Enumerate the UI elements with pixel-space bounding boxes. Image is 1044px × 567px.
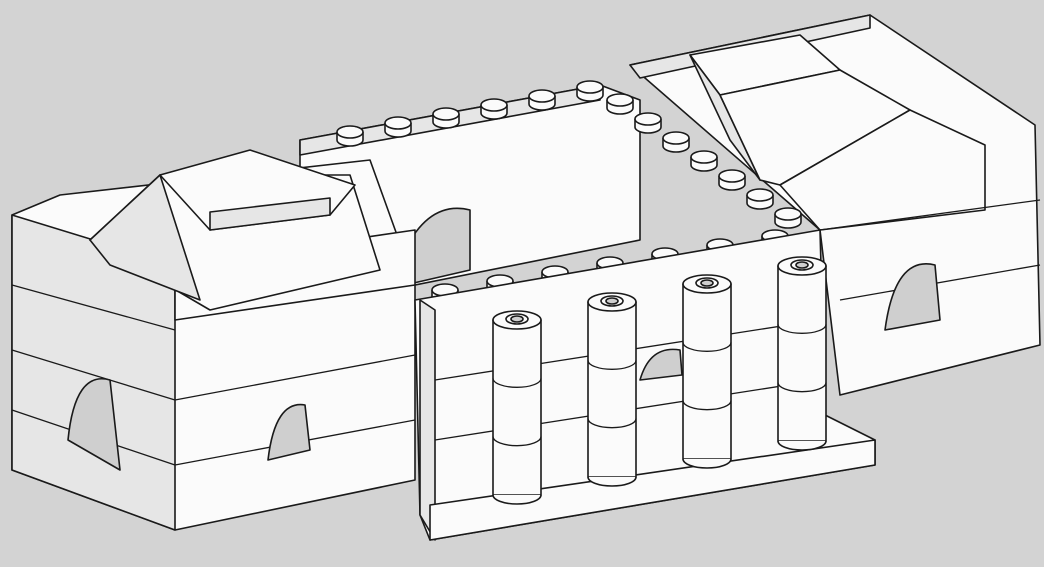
stud — [384, 116, 412, 138]
stud — [634, 112, 662, 134]
column — [682, 274, 732, 469]
column — [777, 256, 827, 451]
stud — [718, 169, 746, 191]
stud — [606, 93, 634, 115]
left-building — [11, 149, 416, 531]
stud — [336, 125, 364, 147]
stud — [746, 188, 774, 210]
stud — [528, 89, 556, 111]
stud — [690, 150, 718, 172]
stud — [662, 131, 690, 153]
column — [587, 292, 637, 487]
right-building — [629, 14, 1041, 396]
stud — [432, 107, 460, 129]
stud — [576, 80, 604, 102]
columns — [492, 256, 827, 505]
stud — [774, 207, 802, 229]
stud — [480, 98, 508, 120]
column — [492, 310, 542, 505]
